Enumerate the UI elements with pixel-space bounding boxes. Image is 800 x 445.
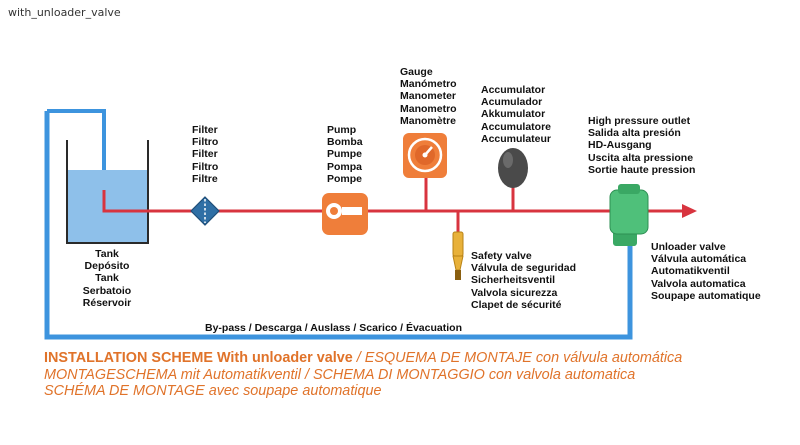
label-line: Filtre	[192, 172, 218, 185]
safety-valve-labels: Safety valve Válvula de seguridad Sicher…	[471, 250, 576, 311]
label-line: Tank	[95, 248, 119, 260]
label-line: Pumpe	[327, 148, 363, 161]
tank-left-edge	[47, 109, 106, 190]
label-line: Sortie haute pression	[588, 163, 696, 176]
caption-part: / ESQUEMA DE MONTAJE con válvula automát…	[352, 350, 683, 366]
label-line: Réservoir	[82, 296, 132, 309]
label-line: Filtro	[192, 136, 219, 149]
label-line: Filter	[192, 148, 218, 161]
gauge-labels: Gauge Manómetro Manometer Manometro Mano…	[400, 66, 457, 127]
label-line: HD-Ausgang	[588, 139, 652, 152]
label-line: Manomètre	[400, 114, 457, 127]
filter-icon	[190, 196, 220, 226]
label-line: Clapet de sécurité	[471, 298, 562, 311]
label-line: Safety valve	[471, 250, 532, 262]
caption-part: MONTAGESCHEMA mit Automatikventil / SCHE…	[44, 366, 636, 383]
unloader-valve-icon	[609, 184, 649, 246]
gauge-icon	[403, 133, 447, 178]
pump-icon	[322, 193, 368, 235]
label-line: Manometro	[400, 102, 457, 115]
label-line: Unloader valve	[651, 241, 726, 253]
label-line: Acumulador	[481, 96, 543, 109]
label-line: Depósito	[84, 260, 130, 273]
label-line: Uscita alta pressione	[588, 151, 694, 164]
high-pressure-outlet-labels: High pressure outlet Salida alta presión…	[588, 115, 695, 176]
label-line: Serbatoio	[82, 284, 132, 297]
label-line: Pump	[327, 124, 357, 136]
accumulator-labels: Accumulator Acumulador Akkumulator Accum…	[481, 84, 551, 145]
label-line: Sicherheitsventil	[471, 274, 556, 287]
label-line: Bomba	[327, 136, 363, 149]
label-line: Akkumulator	[481, 108, 546, 121]
label-line: Válvula automática	[651, 253, 747, 266]
label-line: Pompa	[327, 160, 363, 173]
label-line: Filtro	[192, 160, 219, 173]
label-line: Gauge	[400, 66, 433, 78]
label-line: Valvola sicurezza	[471, 286, 558, 299]
page-label: with_unloader_valve	[8, 6, 121, 19]
filter-labels: Filter Filtro Filter Filtro Filtre	[192, 124, 218, 185]
label-line: Filter	[192, 124, 218, 136]
label-line: Accumulateur	[481, 132, 552, 145]
label-line: Válvula de seguridad	[471, 262, 577, 275]
label-line: Valvola automatica	[651, 277, 746, 290]
label-line: Soupape automatique	[651, 289, 761, 302]
bypass-line	[44, 111, 633, 340]
label-line: Accumulator	[481, 84, 546, 96]
label-line: High pressure outlet	[588, 115, 691, 127]
caption-title: INSTALLATION SCHEME With unloader valve	[44, 350, 353, 366]
caption: INSTALLATION SCHEME With unloader valve …	[44, 350, 764, 400]
unloader-valve-labels: Unloader valve Válvula automática Automa…	[651, 241, 761, 302]
accumulator-icon	[498, 148, 528, 188]
arrow-right-icon	[682, 204, 697, 218]
label-line: Accumulatore	[481, 120, 552, 133]
label-line: Salida alta presión	[588, 127, 681, 140]
label-line: Automatikventil	[651, 265, 730, 278]
bypass-label: By-pass / Descarga / Auslass / Scarico /…	[205, 322, 462, 334]
tank-icon	[66, 140, 149, 244]
tank-labels: Tank Depósito Tank Serbatoio Réservoir	[62, 248, 152, 309]
caption-part: SCHÉMA DE MONTAGE avec soupape automatiq…	[44, 383, 382, 400]
label-line: Tank	[95, 272, 119, 285]
label-line: Pompe	[327, 172, 363, 185]
safety-valve-icon	[452, 231, 464, 280]
label-line: Manómetro	[400, 78, 457, 91]
label-line: Manometer	[400, 90, 457, 103]
pump-labels: Pump Bomba Pumpe Pompa Pompe	[327, 124, 363, 185]
suction-pipe	[102, 190, 190, 213]
